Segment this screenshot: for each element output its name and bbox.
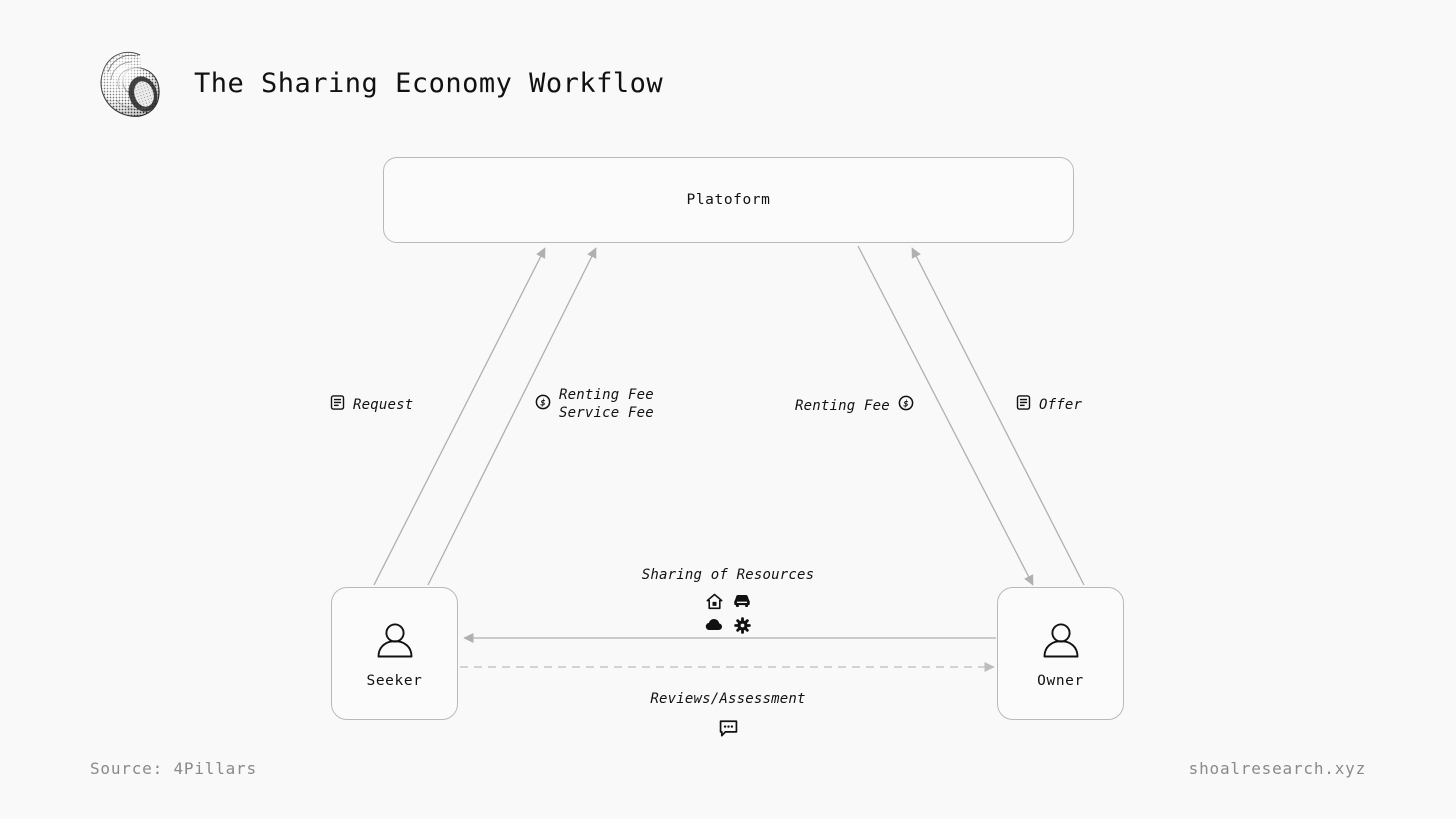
edge-label-sharing-of-resources: Sharing of Resources bbox=[641, 567, 815, 583]
offer-label-text: Offer bbox=[1039, 397, 1083, 413]
node-owner[interactable]: Owner bbox=[997, 587, 1124, 720]
edge-label-renting-fee-payout: Renting Fee $ bbox=[795, 395, 914, 416]
cloud-icon bbox=[705, 617, 723, 637]
node-platform[interactable]: Platoform bbox=[383, 157, 1074, 243]
seeker-label: Seeker bbox=[366, 672, 423, 689]
source-note: Source: 4Pillars bbox=[90, 759, 257, 778]
svg-text:$: $ bbox=[540, 398, 546, 408]
dollar-circle-icon: $ bbox=[535, 394, 551, 415]
owner-label: Owner bbox=[1037, 672, 1084, 689]
dollar-circle-icon: $ bbox=[898, 395, 914, 416]
snail-shell-logo-icon bbox=[88, 42, 170, 124]
header: The Sharing Economy Workflow bbox=[88, 42, 663, 124]
edge-label-fees: $ Renting Fee Service Fee bbox=[535, 386, 654, 422]
edge-offer-line bbox=[911, 247, 1085, 586]
page-title: The Sharing Economy Workflow bbox=[194, 67, 664, 99]
edge-label-reviews-assessment: Reviews/Assessment bbox=[650, 691, 806, 707]
node-seeker[interactable]: Seeker bbox=[331, 587, 458, 720]
home-icon bbox=[706, 593, 723, 614]
svg-text:$: $ bbox=[903, 400, 909, 410]
edge-label-offer: Offer bbox=[1016, 395, 1082, 415]
person-icon bbox=[1039, 619, 1083, 667]
edge-label-request: Request bbox=[330, 395, 413, 415]
chat-bubble-icon bbox=[719, 720, 738, 741]
edge-renting-fee-payout-line bbox=[857, 245, 1034, 586]
edge-fees-line bbox=[427, 247, 597, 586]
car-icon bbox=[733, 592, 751, 614]
service-fee-label-text: Service Fee bbox=[559, 405, 654, 421]
edge-request-line bbox=[373, 247, 546, 586]
platform-label: Platoform bbox=[686, 192, 771, 208]
site-note: shoalresearch.xyz bbox=[1188, 759, 1366, 778]
document-icon bbox=[330, 395, 345, 415]
gear-icon bbox=[733, 616, 751, 638]
renting-fee-label-text: Renting Fee bbox=[559, 387, 654, 403]
renting-fee-payout-label-text: Renting Fee bbox=[795, 397, 890, 414]
person-icon bbox=[373, 619, 417, 667]
resource-icon-group bbox=[0, 591, 1456, 639]
request-label-text: Request bbox=[353, 397, 414, 413]
document-icon bbox=[1016, 395, 1031, 415]
reviews-icon-group bbox=[0, 720, 1456, 741]
